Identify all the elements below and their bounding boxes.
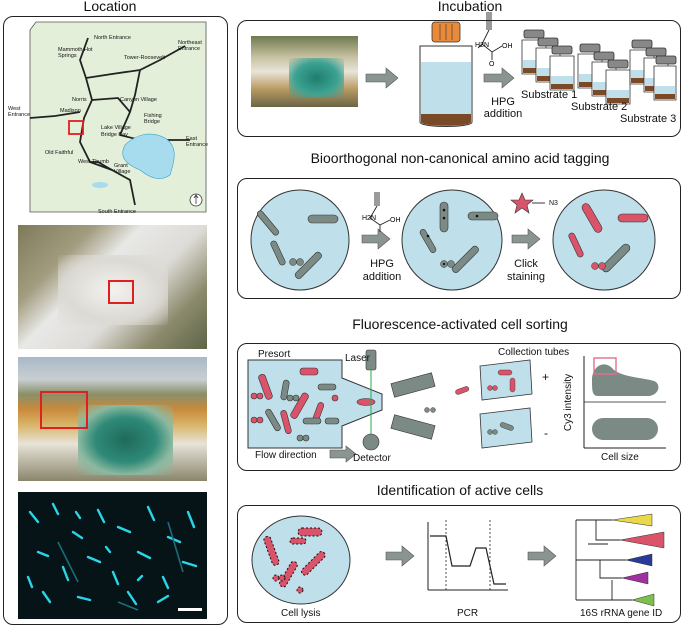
clade-blue xyxy=(625,553,653,567)
cell-population-untreated xyxy=(250,189,350,291)
identification-title: Identification of active cells xyxy=(376,482,544,498)
cell-population-stained xyxy=(552,189,656,291)
svg-text:OH: OH xyxy=(390,217,401,224)
cell-size-axis-label: Cell size xyxy=(601,452,639,463)
arrow-to-tree xyxy=(527,545,557,567)
location-panel xyxy=(3,16,228,625)
flow-direction-arrow xyxy=(329,445,357,463)
label-west-thumb: West Thumb xyxy=(78,159,109,165)
cell-lysis-label: Cell lysis xyxy=(281,608,321,619)
svg-text:H2N: H2N xyxy=(362,215,376,222)
incubation-hpg-label: HPG addition xyxy=(483,96,523,120)
label-tower-roosevelt: Tower-Roosevelt xyxy=(124,55,165,61)
arrow-to-bottle xyxy=(365,67,399,89)
incubation-panel xyxy=(237,20,681,137)
facs-panel xyxy=(237,343,681,471)
clade-purple xyxy=(621,571,649,585)
substrate-3-label: Substrate 3 xyxy=(620,113,677,125)
incubation-bottle xyxy=(419,21,473,127)
substrate-2-label: Substrate 2 xyxy=(571,101,628,113)
facs-title: Fluorescence-activated cell sorting xyxy=(352,316,568,332)
microscopy-image xyxy=(18,492,207,619)
spring-site-marker xyxy=(40,391,88,429)
gene-id-label: 16S rRNA gene ID xyxy=(580,608,663,619)
collection-tubes-label: Collection tubes xyxy=(498,347,570,358)
label-madison: Madison xyxy=(60,108,81,114)
label-canyon-village: Canyon Village xyxy=(120,97,157,103)
arrow-click xyxy=(511,228,541,250)
clade-yellow xyxy=(611,513,653,527)
negative-sign: - xyxy=(544,426,548,440)
positive-sign: + xyxy=(542,370,550,384)
arrow-to-pcr xyxy=(385,545,415,567)
svg-text:H2N: H2N xyxy=(475,42,489,49)
hot-spring-photo xyxy=(18,357,207,481)
detector-label: Detector xyxy=(353,453,391,464)
svg-text:OH: OH xyxy=(502,43,513,50)
clade-red xyxy=(619,531,665,549)
label-bridge-bay: Bridge Bay xyxy=(101,132,128,138)
laser-label: Laser xyxy=(345,353,371,364)
label-south-entrance: South Entrance xyxy=(98,209,136,215)
dye-star-icon xyxy=(510,192,534,214)
label-fishing-bridge: Fishing Bridge xyxy=(144,113,162,125)
svg-text:O: O xyxy=(489,61,495,68)
lysed-cell-population xyxy=(251,515,351,605)
phylogenetic-tree xyxy=(575,519,632,601)
arrow-to-substrates xyxy=(483,67,515,89)
pcr-label: PCR xyxy=(457,608,479,619)
deflection-plate-bottom xyxy=(390,414,436,440)
sort-gate xyxy=(593,357,617,375)
clade-green xyxy=(631,593,655,607)
label-old-faithful: Old Faithful xyxy=(45,150,74,156)
aerial-photo xyxy=(18,225,207,349)
substrate-bottles xyxy=(521,29,677,105)
location-title: Location xyxy=(83,0,137,14)
collection-tube-negative xyxy=(479,407,533,449)
pcr-thermal-profile xyxy=(427,520,508,591)
aerial-site-marker xyxy=(108,280,134,304)
label-mammoth: Mammoth Hot Springs xyxy=(58,47,93,59)
azide-label: N3 xyxy=(549,200,558,207)
label-lake-village: Lake Village xyxy=(101,125,131,131)
identification-panel xyxy=(237,505,681,623)
detector-icon xyxy=(362,433,380,451)
boncat-hpg-label: HPG addition xyxy=(362,258,402,283)
boncat-panel xyxy=(237,178,681,299)
study-site-marker xyxy=(68,120,84,135)
substrate-1-label: Substrate 1 xyxy=(521,89,578,101)
label-northeast-entrance: Northeast Entrance xyxy=(178,40,202,52)
label-east-entrance: East Entrance xyxy=(186,136,209,148)
facs-gating-plot xyxy=(583,356,666,449)
yellowstone-lake xyxy=(122,133,175,179)
hpg-structure-icon xyxy=(477,12,503,60)
sorter-chamber xyxy=(247,359,383,449)
flow-direction-label: Flow direction xyxy=(255,450,317,461)
fluorescent-cells xyxy=(26,502,202,611)
cell-population-hpg-labelled xyxy=(401,189,503,291)
boncat-title: Bioorthogonal non-canonical amino acid t… xyxy=(310,150,610,166)
click-staining-label: Click staining xyxy=(507,258,545,283)
label-north-entrance: North Entrance xyxy=(94,35,131,41)
collection-tube-positive xyxy=(479,359,533,401)
deflection-plate-top xyxy=(390,372,436,398)
scale-bar xyxy=(178,608,202,611)
presort-label: Presort xyxy=(258,349,291,360)
label-norris: Norris xyxy=(72,97,87,103)
incubation-title: Incubation xyxy=(437,0,503,14)
label-grant-village: Grant Village xyxy=(114,163,131,175)
boncat-hpg-structure-icon xyxy=(369,192,391,232)
incubation-spring-photo xyxy=(251,36,358,107)
arrow-hpg xyxy=(361,228,391,250)
label-west-entrance: West Entrance xyxy=(8,106,31,118)
